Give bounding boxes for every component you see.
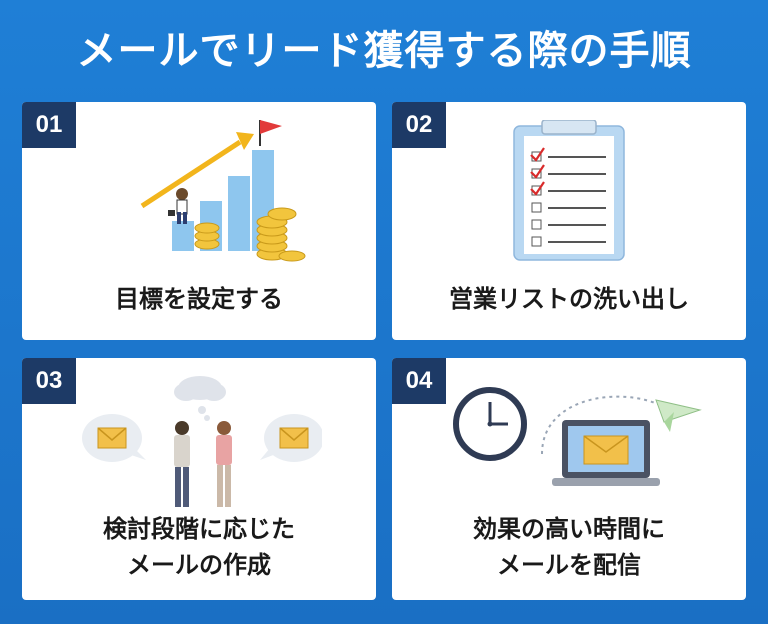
step-number-badge: 04 (392, 358, 446, 404)
step-label-line-2: メールを配信 (497, 551, 641, 579)
step-number-badge: 03 (22, 358, 76, 404)
step-card-2: 02 営業リストの洗い出し (392, 102, 746, 340)
checklist-clipboard-icon (513, 120, 625, 261)
step-card-4: 04 効果の高い時間に メールを配信 (392, 358, 746, 600)
page-title: メールでリード獲得する際の手順 (76, 28, 692, 74)
step-card-3: 03 検討段階に応じた メールの作成 (22, 358, 376, 600)
step-number-badge: 02 (392, 102, 446, 148)
step-number-badge: 01 (22, 102, 76, 148)
step-card-1: 01 目標を設定する (22, 102, 376, 340)
people-email-illustration (82, 376, 322, 507)
step-label: 目標を設定する (115, 285, 283, 313)
step-label-line-2: メールの作成 (127, 551, 271, 579)
step-label-line-1: 検討段階に応じた (103, 515, 295, 543)
clock-laptop-mail-illustration (453, 387, 702, 486)
step-label-line-1: 効果の高い時間に (473, 515, 665, 543)
goal-growth-illustration (140, 120, 306, 262)
step-label: 営業リストの洗い出し (449, 285, 689, 313)
